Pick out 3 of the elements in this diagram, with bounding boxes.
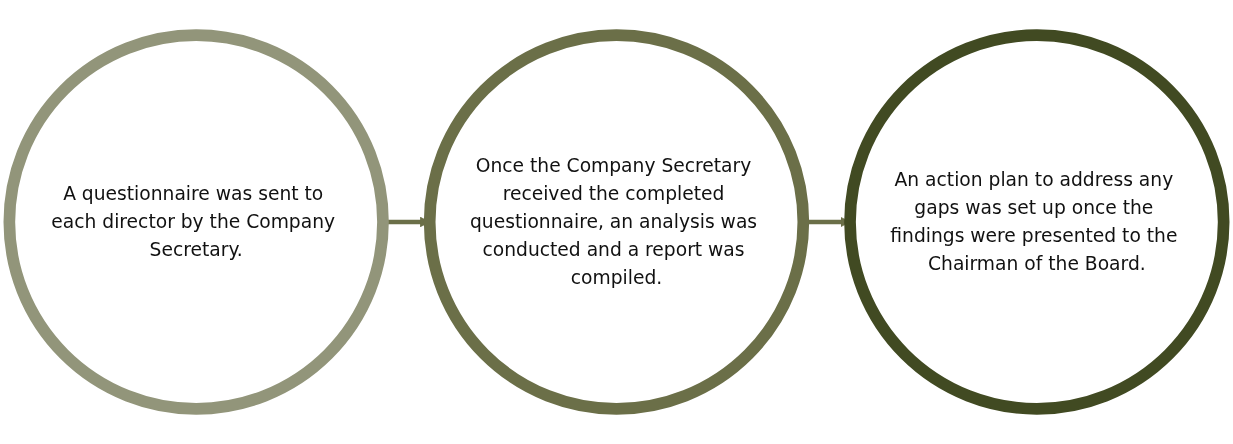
node-circle: An action plan to address any gaps was set up once the findings were presented to the Chairman of the Board. xyxy=(844,29,1230,415)
node-circle: A questionnaire was sent to each director by the Company Secretary. xyxy=(3,29,389,415)
node-circle: Once the Company Secretary received the completed questionnaire, an analysis was conducted and a report was compiled. xyxy=(423,29,810,415)
